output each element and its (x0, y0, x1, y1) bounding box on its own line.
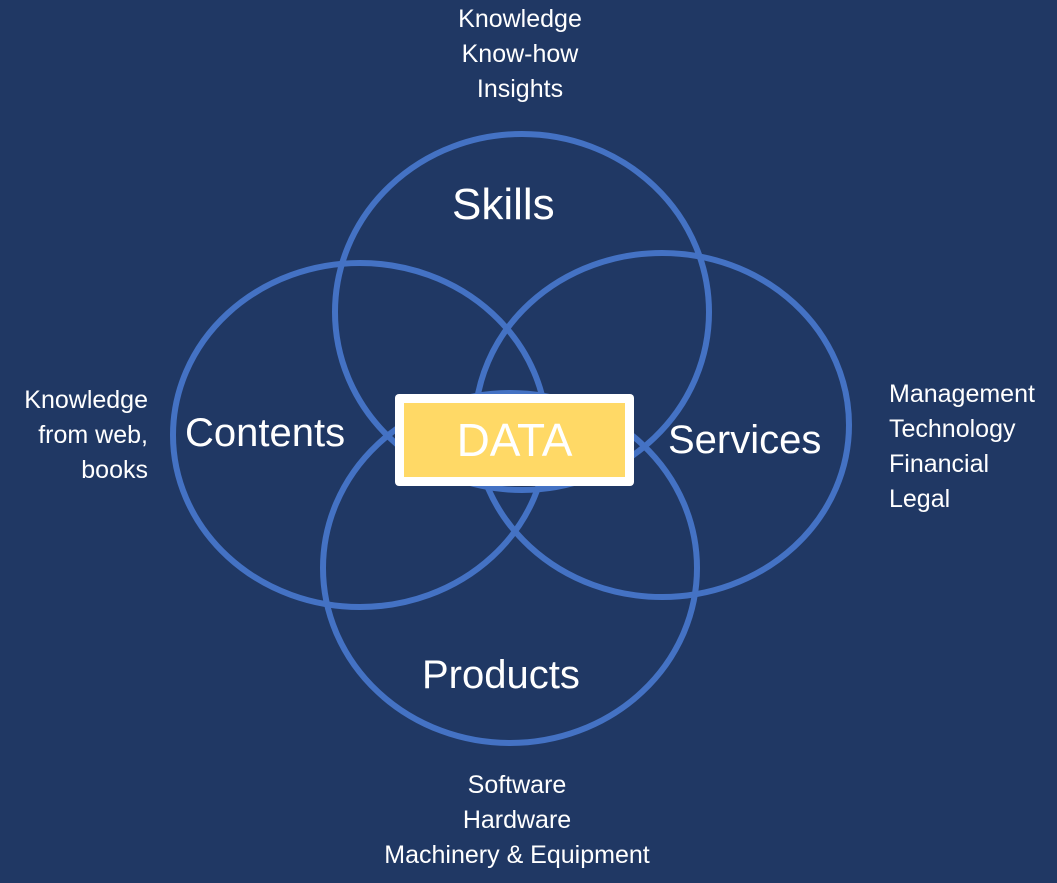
skills-items: Knowledge Know-how Insights (420, 2, 620, 107)
data-center-label: DATA (404, 403, 625, 477)
data-center-box: DATA (395, 394, 634, 486)
skills-label: Skills (452, 180, 555, 229)
contents-item: from web, (38, 421, 148, 449)
services-item: Management (889, 380, 1035, 408)
services-items: Management Technology Financial Legal (889, 377, 1035, 517)
products-item: Machinery & Equipment (384, 841, 650, 869)
products-label: Products (422, 653, 580, 697)
products-circle (320, 390, 700, 746)
skills-item: Insights (476, 75, 564, 103)
services-item: Legal (889, 485, 951, 513)
products-items: Software Hardware Machinery & Equipment (352, 768, 682, 873)
services-item: Financial (889, 450, 990, 478)
skills-item: Knowledge (458, 5, 582, 33)
services-label: Services (668, 418, 822, 462)
contents-item: Knowledge (24, 386, 148, 414)
skills-circle (332, 131, 712, 493)
contents-label: Contents (185, 411, 346, 455)
products-item: Hardware (462, 806, 572, 834)
contents-item: books (81, 456, 148, 484)
contents-items: Knowledge from web, books (0, 383, 148, 488)
services-item: Technology (889, 415, 1016, 443)
skills-item: Know-how (461, 40, 579, 68)
products-item: Software (467, 771, 567, 799)
